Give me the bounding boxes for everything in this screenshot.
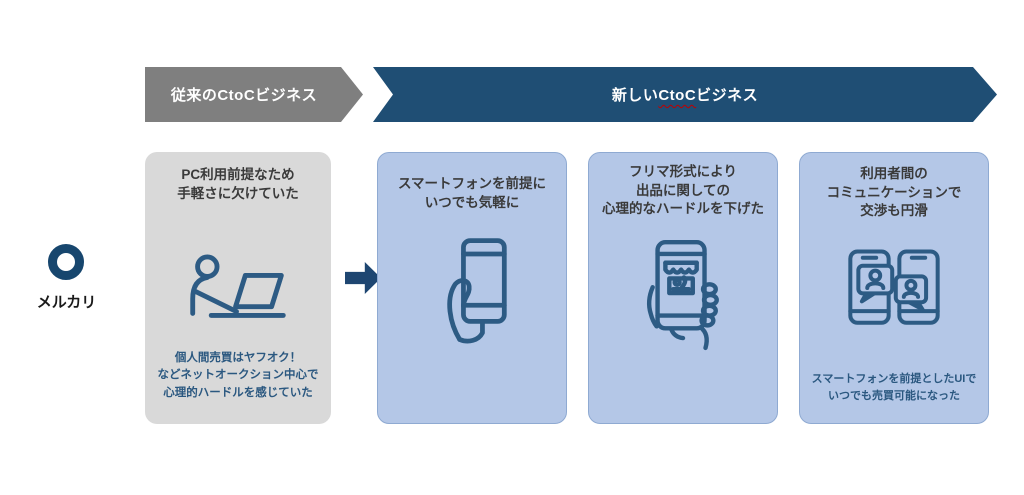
new-card-communication: 利用者間の コミュニケーションで 交渉も円滑 (799, 152, 989, 424)
old-ctoc-card: PC利用前提なため 手軽さに欠けていた 個人間売買はヤフオク！ などネットオーク… (145, 152, 331, 424)
old-card-note: 個人間売買はヤフオク！ などネットオークション中心で 心理的ハードルを感じていた (147, 350, 329, 403)
note-line: 心理的ハードルを感じていた (163, 387, 313, 400)
new-banner-suffix: ビジネス (696, 87, 759, 104)
title-line: 出品に関しての (635, 182, 731, 198)
person-at-laptop-icon (182, 254, 294, 332)
title-line: PC利用前提なため (181, 167, 295, 182)
new-card-2-title: フリマ形式により 出品に関しての 心理的なハードルを下げた (593, 163, 773, 219)
old-ctoc-banner: 従来のCtoCビジネス (145, 67, 363, 122)
smartphones-chat-icon (844, 247, 944, 329)
smartphone-marketplace-icon (638, 239, 728, 355)
title-line: スマートフォンを前提に (397, 176, 547, 191)
title-line: フリマ形式により (629, 164, 737, 179)
new-card-marketplace: フリマ形式により 出品に関しての 心理的なハードルを下げた (588, 152, 778, 424)
title-line: 心理的なハードルを下げた (602, 201, 764, 217)
note-line: いつでも売買可能になった (828, 390, 960, 403)
title-line: いつでも気軽に (424, 194, 520, 210)
title-line: 手軽さに欠けていた (177, 185, 299, 201)
hand-holding-smartphone-icon (434, 237, 510, 345)
new-card-smartphone: スマートフォンを前提に いつでも気軽に (377, 152, 567, 424)
new-card-3-note: スマートフォンを前提としたUIで いつでも売買可能になった (802, 371, 986, 406)
new-card-1-title: スマートフォンを前提に いつでも気軽に (382, 175, 562, 212)
old-banner-label: 従来のCtoCビジネス (170, 87, 318, 104)
new-card-3-title: 利用者間の コミュニケーションで 交渉も円滑 (804, 165, 984, 221)
note-line: などネットオークション中心で (157, 369, 319, 382)
new-banner-highlight: CtoC (658, 87, 697, 104)
new-banner-prefix: 新しい (611, 87, 659, 104)
title-line: 交渉も円滑 (860, 203, 928, 219)
title-line: コミュニケーションで (826, 184, 962, 200)
title-line: 利用者間の (860, 166, 928, 181)
transition-arrow-icon (345, 262, 381, 294)
new-ctoc-banner: 新しいCtoCビジネス (373, 67, 997, 122)
note-line: 個人間売買はヤフオク！ (174, 351, 302, 364)
new-banner-label: 新しいCtoCビジネス (612, 84, 758, 105)
note-line: スマートフォンを前提としたUIで (811, 372, 977, 385)
old-card-title: PC利用前提なため 手軽さに欠けていた (149, 166, 327, 203)
brand-label: メルカリ (36, 294, 97, 311)
mercari-ring-icon (48, 244, 84, 280)
